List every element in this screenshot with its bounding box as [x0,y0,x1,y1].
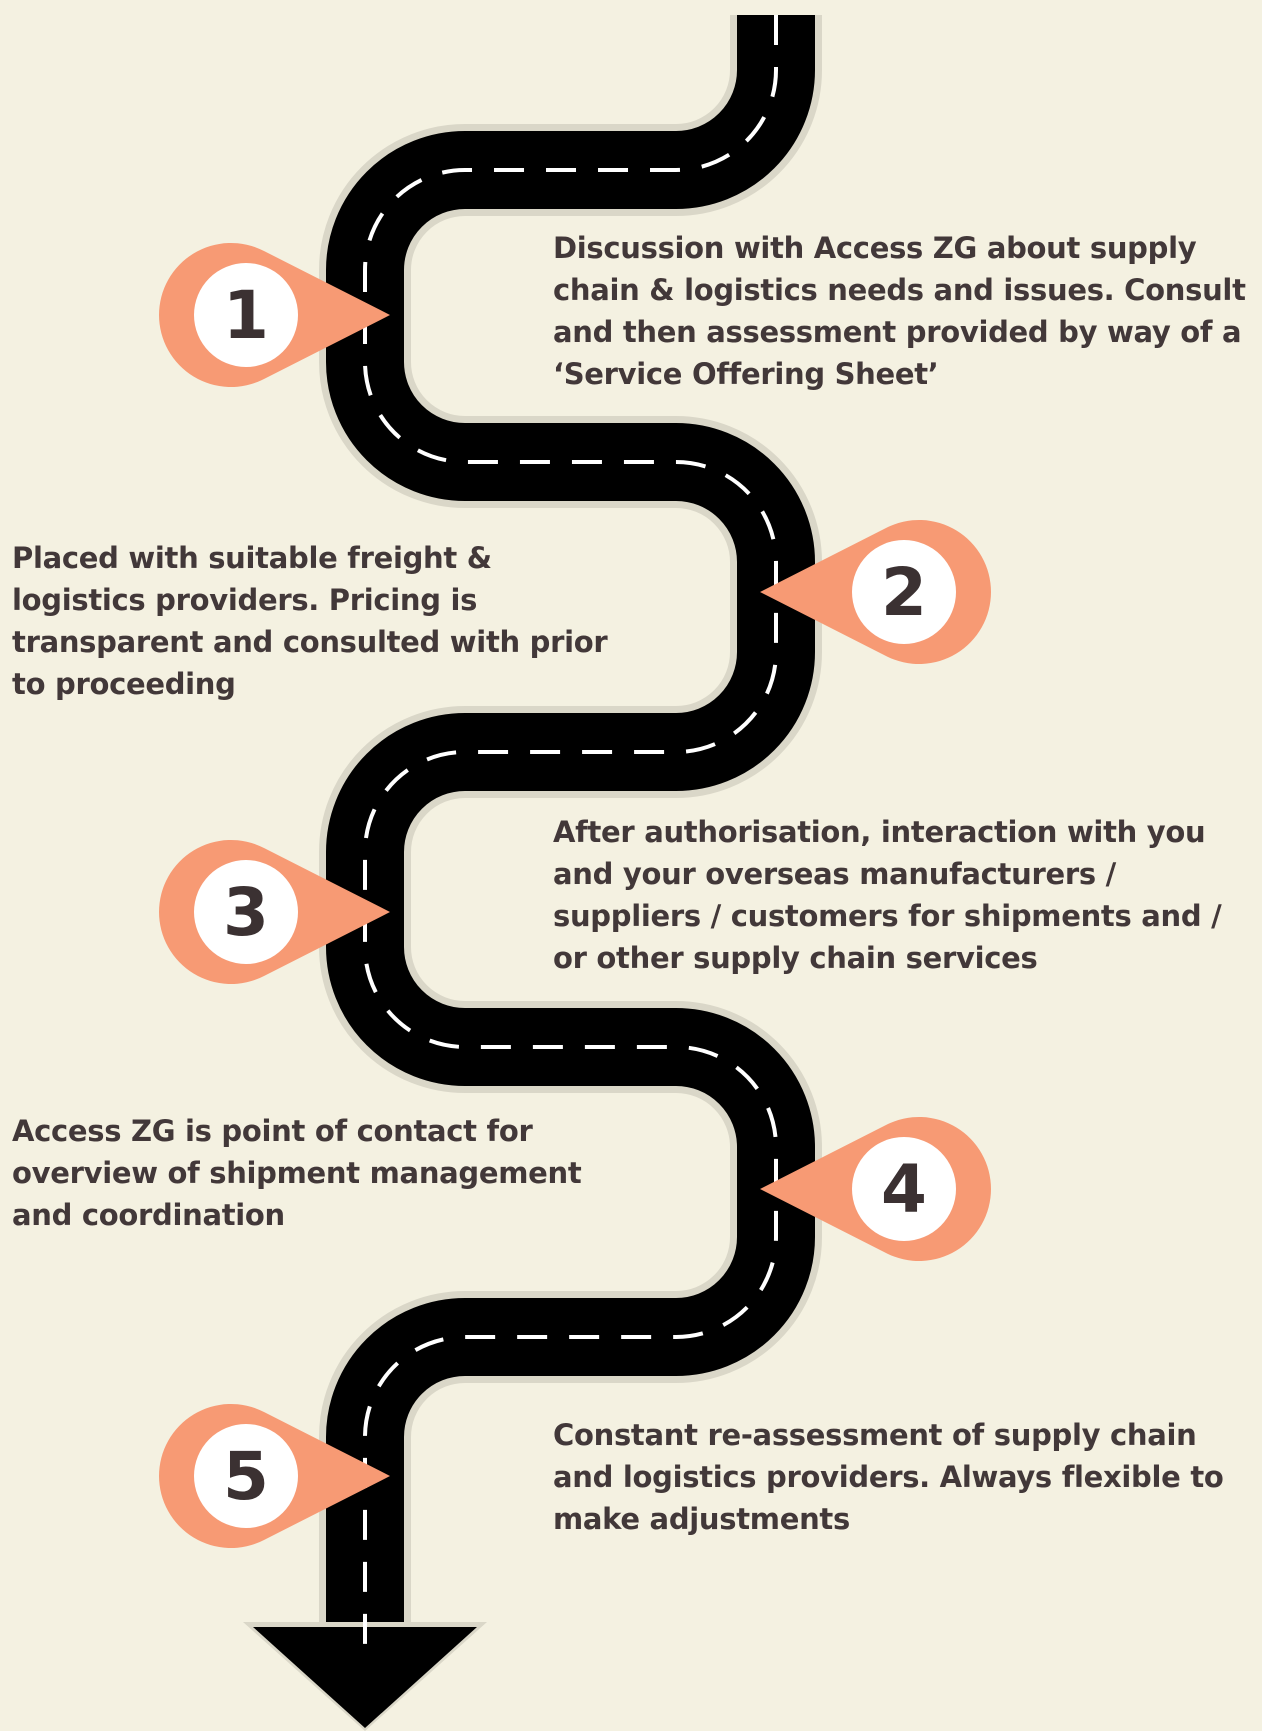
step-5-badge-inner [194,1424,298,1528]
step-3-badge: 3 [159,840,390,984]
arrow-head [253,1627,477,1728]
step-5-badge: 5 [159,1404,390,1548]
step-2-description: Placed with suitable freight & logistics… [12,541,608,701]
step-3-number: 3 [223,874,269,951]
step-2-badge-inner [852,540,956,644]
lane-marking [363,15,778,1665]
step-1-badge-inner [194,263,298,367]
step-1-number: 1 [223,277,269,354]
step-5-description: Constant re-assessment of supply chain a… [553,1418,1224,1536]
step-1-badge: 1 [159,242,390,387]
step-4-badge: 4 [760,1117,991,1262]
step-4-badge-inner [852,1137,956,1241]
step-4-number: 4 [881,1151,927,1228]
step-2-number: 2 [881,554,927,631]
step-3-badge-inner [194,860,298,964]
step-3-description: After authorisation, interaction with yo… [553,815,1222,975]
step-4-description: Access ZG is point of contact for overvi… [12,1114,582,1232]
step-1-description: Discussion with Access ZG about supply c… [553,231,1246,391]
step-2-badge: 2 [760,520,991,664]
step-5-number: 5 [223,1438,269,1515]
